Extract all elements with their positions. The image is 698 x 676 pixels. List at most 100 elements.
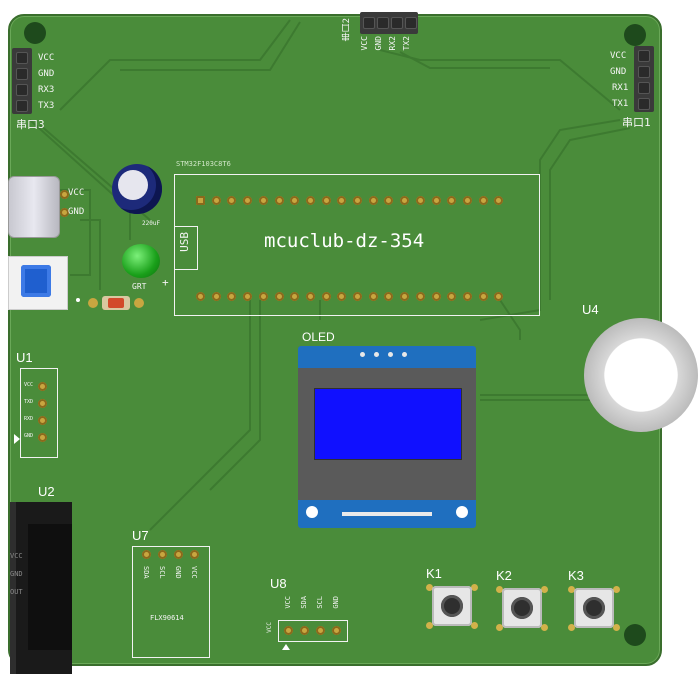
uart1-pin-vcc: VCC	[610, 51, 627, 61]
mcu-bottom-pin	[337, 292, 347, 301]
mcu-bottom-pin	[321, 292, 331, 301]
key-k3[interactable]	[568, 584, 620, 632]
header-pin	[391, 17, 403, 29]
header-pin	[16, 100, 28, 112]
u7-pin-vcc: VCC	[190, 566, 198, 579]
u1-pin-vcc: VCC	[24, 382, 34, 388]
mcu-bottom-pin	[196, 292, 205, 301]
u1-pin1-marker	[14, 434, 20, 444]
u2-connector[interactable]	[10, 502, 72, 674]
u8-pin1-marker	[282, 644, 290, 650]
mcu-bottom-pin	[478, 292, 488, 301]
uart3-header[interactable]	[12, 48, 32, 114]
key-leg	[568, 624, 575, 631]
header-pin	[16, 68, 28, 80]
u7-pin-sda: SDA	[142, 566, 150, 579]
u1-pad	[38, 433, 47, 442]
u8-pad	[284, 626, 293, 635]
mcu-bottom-pin	[400, 292, 410, 301]
key-cap[interactable]	[511, 597, 533, 619]
switch-toggle[interactable]	[21, 265, 51, 297]
u7-outline	[132, 546, 210, 658]
mounting-hole-top-right	[624, 24, 646, 46]
key-leg	[541, 624, 548, 631]
u7-pad	[190, 550, 199, 559]
u4-label: U4	[582, 302, 599, 317]
mcu-top-pin	[337, 196, 347, 205]
u1-pin-gnd: GND	[24, 433, 34, 439]
u1-pin-txd: TXD	[24, 399, 34, 405]
mcu-top-pin	[368, 196, 378, 205]
u7-pin-gnd: GND	[174, 566, 182, 579]
mcu-top-pin	[462, 196, 472, 205]
mcu-bottom-pin	[243, 292, 253, 301]
mcu-top-pin	[431, 196, 441, 205]
key-k2[interactable]	[496, 584, 548, 632]
oled-pad	[374, 352, 379, 357]
power-pin-vcc: VCC	[68, 188, 85, 198]
mcu-bottom-pin	[415, 292, 425, 301]
u7-part-number: FLX90614	[150, 614, 184, 622]
oled-pad	[360, 352, 365, 357]
mcu-top-pin	[258, 196, 268, 205]
mcu-top-pin	[384, 196, 394, 205]
u8-side-label: VCC	[266, 622, 273, 633]
mcu-top-pin	[305, 196, 315, 205]
k3-label: K3	[568, 568, 584, 583]
mcu-bottom-pin	[462, 292, 472, 301]
mcu-bottom-pin	[368, 292, 378, 301]
buzzer	[584, 318, 698, 432]
key-k1[interactable]	[426, 582, 478, 630]
mcu-top-pin	[196, 196, 205, 205]
power-switch[interactable]	[8, 256, 68, 310]
key-leg	[471, 622, 478, 629]
mcu-bottom-pin	[258, 292, 268, 301]
pcb-board	[8, 14, 662, 666]
usb-label: USB	[178, 232, 191, 252]
u8-pad	[300, 626, 309, 635]
board-title: mcuclub-dz-354	[264, 230, 425, 252]
mcu-bottom-pin	[274, 292, 284, 301]
oled-pad	[388, 352, 393, 357]
mcu-top-pin	[290, 196, 300, 205]
u8-outline	[278, 620, 348, 642]
u8-pad	[332, 626, 341, 635]
uart2-pin-gnd: GND	[374, 36, 383, 51]
key-leg	[613, 624, 620, 631]
k2-label: K2	[496, 568, 512, 583]
green-led	[122, 244, 160, 278]
key-cap[interactable]	[583, 597, 605, 619]
u2-pin-out: OUT	[10, 588, 23, 596]
u8-pad	[316, 626, 325, 635]
mcu-top-pin	[243, 196, 253, 205]
uart1-header[interactable]	[634, 46, 654, 112]
u7-label: U7	[132, 528, 149, 543]
u1-label: U1	[16, 350, 33, 365]
oled-module[interactable]	[298, 346, 476, 528]
key-cap[interactable]	[441, 595, 463, 617]
u1-outline	[20, 368, 58, 458]
uart2-label: 串口2	[342, 18, 352, 42]
u1-pad	[38, 399, 47, 408]
k1-label: K1	[426, 566, 442, 581]
u2-pin-vcc: VCC	[10, 552, 23, 560]
key-body	[502, 588, 542, 628]
mounting-hole-top-left	[24, 22, 46, 44]
power-pad	[60, 208, 69, 217]
uart2-header[interactable]	[360, 12, 418, 34]
header-pin	[377, 17, 389, 29]
key-leg	[613, 586, 620, 593]
usb-c-connector[interactable]	[8, 176, 60, 238]
header-pin	[16, 52, 28, 64]
u8-pin-gnd: GND	[332, 596, 340, 609]
uart3-pin-tx: TX3	[38, 101, 55, 111]
uart3-pin-vcc: VCC	[38, 53, 55, 63]
mcu-top-pin	[400, 196, 410, 205]
mcu-top-pin	[321, 196, 331, 205]
oled-ribbon	[342, 512, 432, 516]
u8-pin-sda: SDA	[300, 596, 308, 609]
resistor-pad	[134, 298, 144, 308]
led-label: GRT	[132, 282, 147, 291]
oled-mount-hole	[306, 506, 318, 518]
